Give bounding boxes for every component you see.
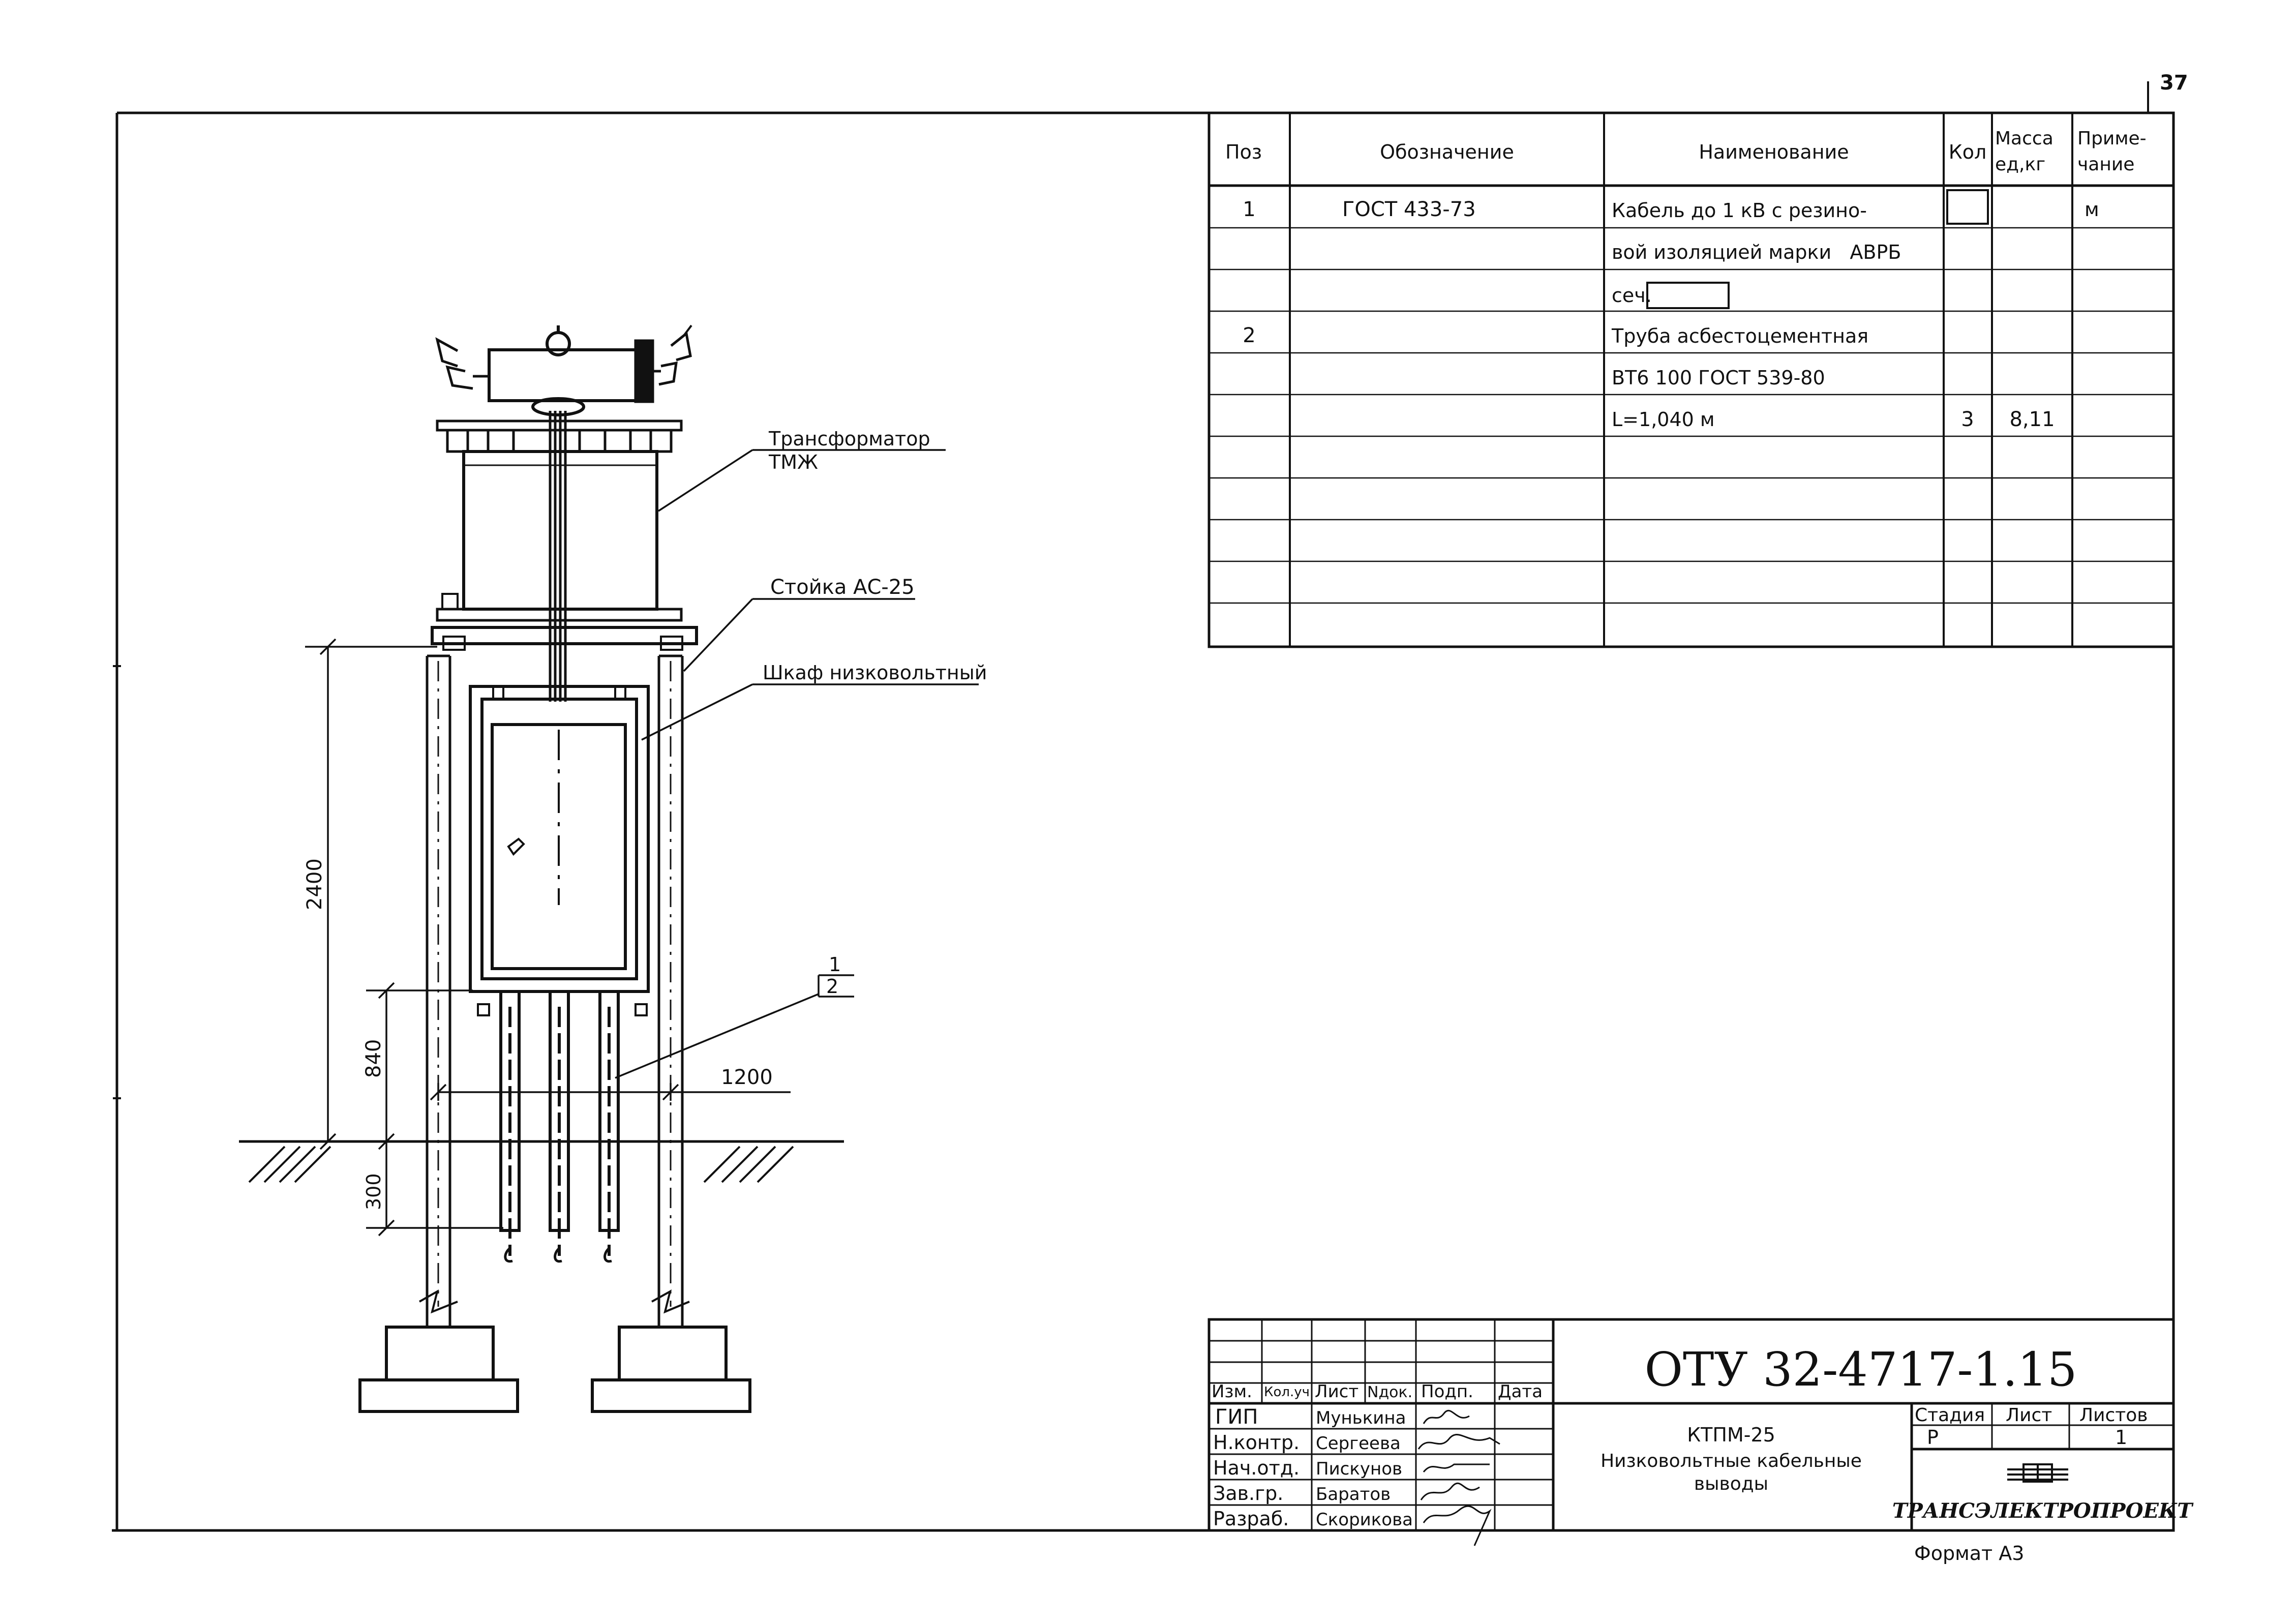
header-mass-2: ед,кг xyxy=(1995,154,2045,175)
role-razrab: Разраб. xyxy=(1213,1508,1289,1530)
drawing-labels: Трансформатор ТМЖ Стойка АС-25 Шкаф низк… xyxy=(303,428,987,1210)
mounting-platform xyxy=(431,626,698,651)
row5-name: ВТ6 100 ГОСТ 539-80 xyxy=(1612,367,1825,389)
leader-lines xyxy=(615,449,979,1079)
title-line-3: выводы xyxy=(1694,1473,1768,1494)
row6-name: L=1,040 м xyxy=(1612,408,1715,431)
header-qty: Кол xyxy=(1949,141,1987,163)
dimension-lines xyxy=(305,638,791,1237)
row3-name: сеч. xyxy=(1612,284,1652,307)
row6-mass: 8,11 xyxy=(2009,408,2055,431)
header-designation: Обозначение xyxy=(1380,141,1514,163)
sheets-label: Листов xyxy=(2079,1405,2148,1426)
name-zavgr: Баратов xyxy=(1316,1484,1391,1505)
header-pos: Поз xyxy=(1225,141,1262,163)
transformer-top-terminals xyxy=(435,324,692,416)
row1-pos: 1 xyxy=(1243,198,1255,221)
role-zavgr: Зав.гр. xyxy=(1213,1482,1283,1505)
col-header-ndok: Nдок. xyxy=(1367,1384,1412,1401)
row1-name: Кабель до 1 кВ с резино- xyxy=(1612,199,1867,222)
dim-300: 300 xyxy=(363,1173,385,1210)
ground-line xyxy=(239,1140,844,1183)
row4-name: Труба асбестоцементная xyxy=(1611,325,1868,347)
substation-drawing xyxy=(239,324,979,1413)
cross-section-blank-box xyxy=(1646,282,1730,309)
col-header-podp: Подп. xyxy=(1421,1381,1473,1402)
margin-ticks xyxy=(113,665,121,1099)
sheets-value: 1 xyxy=(2115,1426,2127,1449)
spec-table xyxy=(1207,111,2175,648)
row1-note: м xyxy=(2085,198,2099,221)
col-header-izm: Изм. xyxy=(1212,1381,1252,1402)
row4-pos: 2 xyxy=(1243,324,1255,347)
low-voltage-cabinet xyxy=(469,685,650,1016)
row2-name: вой изоляцией марки АВРБ xyxy=(1612,241,1901,263)
role-nachotd: Нач.отд. xyxy=(1213,1457,1300,1479)
sheet-corner-number: 37 xyxy=(2160,71,2188,95)
name-nkontr: Сергеева xyxy=(1316,1433,1401,1454)
header-mass-1: Масса xyxy=(1995,128,2054,149)
cable-pipes xyxy=(499,990,620,1263)
row1-designation: ГОСТ 433-73 xyxy=(1342,198,1476,221)
title-block-text: ОТУ 32-4717-1.15 Изм. Кол.уч. Лист Nдок.… xyxy=(1212,1342,2194,1530)
organization-logo xyxy=(2007,1463,2068,1483)
role-nkontr: Н.контр. xyxy=(1213,1431,1300,1454)
name-gip: Мунькина xyxy=(1316,1408,1406,1428)
label-stand: Стойка АС-25 xyxy=(770,576,915,599)
signatures xyxy=(1417,1409,1500,1546)
header-note-1: Приме- xyxy=(2077,128,2147,149)
row6-qty: 3 xyxy=(1961,408,1974,431)
stage-value: Р xyxy=(1927,1426,1939,1449)
dim-2400: 2400 xyxy=(303,858,326,910)
callout-item-2: 2 xyxy=(826,975,838,998)
label-cabinet: Шкаф низковольтный xyxy=(763,661,987,684)
title-block xyxy=(1207,1318,2175,1532)
spec-table-text: Поз Обозначение Наименование Кол Масса е… xyxy=(1225,128,2147,431)
header-note-2: чание xyxy=(2077,154,2134,175)
support-posts xyxy=(419,654,690,1317)
document-code: ОТУ 32-4717-1.15 xyxy=(1645,1342,2077,1397)
qty-blank-box xyxy=(1946,189,1989,225)
paper-format: Формат А3 xyxy=(1914,1542,2024,1565)
organization-name: ТРАНСЭЛЕКТРОПРОЕКТ xyxy=(1892,1499,2194,1523)
col-header-list: Лист xyxy=(1315,1381,1358,1402)
label-transformer-type: ТМЖ xyxy=(768,451,818,473)
sheet-frame xyxy=(112,81,2175,1532)
role-gip: ГИП xyxy=(1215,1405,1258,1429)
stage-label: Стадия xyxy=(1915,1405,1985,1426)
dim-1200: 1200 xyxy=(721,1066,773,1089)
cable-bundle xyxy=(549,411,567,702)
sheet-label: Лист xyxy=(2006,1405,2052,1426)
dim-840: 840 xyxy=(362,1039,385,1078)
name-razrab: Скорикова xyxy=(1316,1510,1413,1530)
name-nachotd: Пискунов xyxy=(1316,1459,1402,1479)
title-line-2: Низковольтные кабельные xyxy=(1601,1451,1862,1471)
header-name: Наименование xyxy=(1699,141,1849,163)
col-header-data: Дата xyxy=(1498,1381,1543,1402)
title-line-1: КТПМ-25 xyxy=(1687,1424,1775,1446)
callout-item-1: 1 xyxy=(829,953,841,976)
foundations xyxy=(358,1317,751,1413)
col-header-kol: Кол.уч. xyxy=(1264,1385,1314,1400)
label-transformer: Трансформатор xyxy=(768,428,930,450)
